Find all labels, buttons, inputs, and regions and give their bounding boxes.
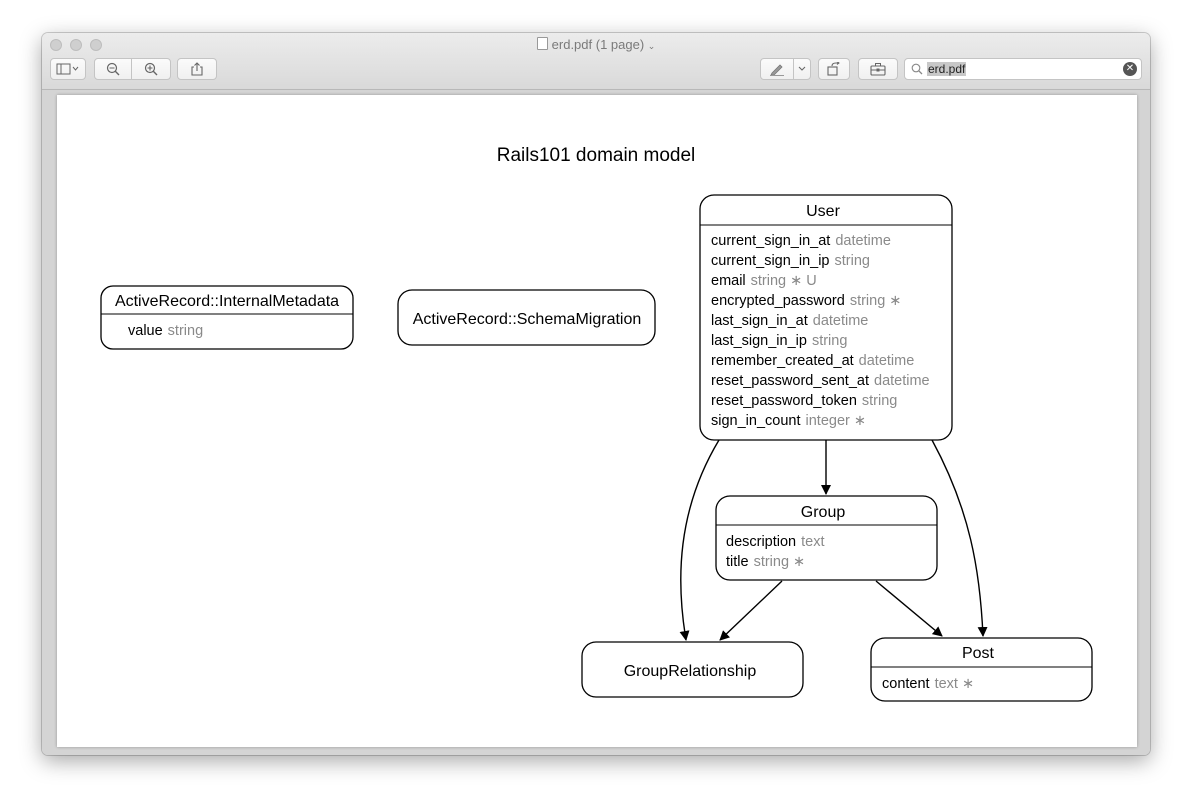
entity-schema-migration: ActiveRecord::SchemaMigration — [397, 289, 656, 346]
window-title: erd.pdf (1 page) — [551, 37, 645, 52]
attribute-type: datetime — [835, 233, 891, 249]
entity-name: GroupRelationship — [624, 663, 757, 680]
attribute-type: string — [168, 323, 203, 339]
attribute-row: email string∗ U — [711, 273, 817, 289]
share-icon — [191, 62, 203, 76]
entity-name: Group — [801, 504, 846, 521]
attribute-type: datetime — [859, 353, 915, 369]
attribute-name: last_sign_in_ip — [711, 333, 807, 349]
entity-group-relationship: GroupRelationship — [581, 641, 804, 698]
attribute-row: description text — [726, 534, 825, 550]
attribute-type: integer — [806, 413, 851, 429]
attribute-row: remember_created_at datetime — [711, 353, 914, 369]
attribute-row: content text∗ — [882, 676, 974, 692]
zoom-in-icon — [144, 62, 158, 76]
attribute-type: string — [862, 393, 897, 409]
attribute-type: string — [751, 273, 786, 289]
minimize-window-button[interactable] — [70, 39, 82, 51]
entity-name: Post — [962, 645, 995, 662]
zoom-out-icon — [106, 62, 120, 76]
attribute-row: value string — [128, 323, 203, 339]
attribute-name: sign_in_count — [711, 413, 801, 429]
attribute-name: remember_created_at — [711, 353, 854, 369]
window-title-area[interactable]: erd.pdf (1 page) ⌄ — [42, 37, 1150, 52]
entity-name: User — [806, 203, 840, 220]
sidebar-icon — [56, 63, 79, 75]
chevron-down-icon — [798, 66, 806, 71]
clear-icon[interactable]: ✕ — [1123, 62, 1137, 76]
attribute-name: email — [711, 273, 746, 289]
edge-group-grouprelationship — [719, 580, 783, 641]
zoom-in-button[interactable] — [131, 58, 171, 80]
markup-button[interactable] — [760, 58, 794, 80]
attribute-flags: ∗ — [962, 676, 974, 692]
markup-icon — [770, 64, 784, 76]
attribute-name: current_sign_in_at — [711, 233, 830, 249]
sidebar-button[interactable] — [50, 58, 86, 80]
toolbox-icon — [870, 63, 886, 76]
attribute-type: text — [935, 676, 958, 692]
close-window-button[interactable] — [50, 39, 62, 51]
preview-window: erd.pdf (1 page) ⌄ — [42, 33, 1150, 755]
attribute-type: datetime — [874, 373, 930, 389]
share-button[interactable] — [177, 58, 217, 80]
document-view[interactable]: Rails101 domain model ActiveRecord::Inte… — [42, 90, 1150, 755]
attribute-row: reset_password_token string — [711, 393, 897, 409]
attribute-row: current_sign_in_ip string — [711, 253, 870, 269]
edge-group-post — [875, 580, 943, 637]
attribute-name: current_sign_in_ip — [711, 253, 830, 269]
attribute-type: text — [801, 534, 824, 550]
attribute-name: title — [726, 554, 749, 570]
attribute-type: string — [754, 554, 789, 570]
attribute-row: reset_password_sent_at datetime — [711, 373, 930, 389]
search-input[interactable]: erd.pdf — [927, 62, 967, 76]
zoom-window-button[interactable] — [90, 39, 102, 51]
entity-internal-metadata: ActiveRecord::InternalMetadata value stri… — [100, 285, 354, 350]
attribute-name: encrypted_password — [711, 293, 845, 309]
rotate-icon — [827, 62, 840, 76]
entity-name: ActiveRecord::SchemaMigration — [413, 311, 642, 328]
attribute-row: last_sign_in_at datetime — [711, 313, 868, 329]
attribute-type: string — [812, 333, 847, 349]
attribute-name: content — [882, 676, 930, 692]
entity-group: Group description text title string∗ — [715, 495, 938, 581]
edge-user-post — [931, 439, 988, 637]
rotate-button[interactable] — [818, 58, 850, 80]
attribute-flags: ∗ U — [790, 273, 817, 289]
toolbox-button[interactable] — [858, 58, 898, 80]
entity-name: ActiveRecord::InternalMetadata — [115, 293, 339, 310]
attribute-name: last_sign_in_at — [711, 313, 808, 329]
attribute-name: reset_password_token — [711, 393, 857, 409]
attribute-name: value — [128, 323, 163, 339]
title-bar: erd.pdf (1 page) ⌄ — [42, 33, 1150, 90]
markup-menu-button[interactable] — [793, 58, 811, 80]
attribute-type: datetime — [813, 313, 869, 329]
attribute-type: string — [835, 253, 870, 269]
edge-user-grouprelationship — [679, 439, 720, 641]
attribute-row: last_sign_in_ip string — [711, 333, 847, 349]
attribute-name: reset_password_sent_at — [711, 373, 869, 389]
entity-post: Post content text∗ — [870, 637, 1093, 702]
document-icon — [536, 37, 548, 50]
attribute-flags: ∗ — [854, 413, 866, 429]
erd-diagram: Rails101 domain model ActiveRecord::Inte… — [100, 145, 1093, 702]
attribute-flags: ∗ — [793, 554, 805, 570]
pdf-page: Rails101 domain model ActiveRecord::Inte… — [57, 95, 1137, 747]
attribute-type: string — [850, 293, 885, 309]
diagram-title: Rails101 domain model — [497, 145, 696, 166]
search-field[interactable]: erd.pdf ✕ — [904, 58, 1142, 80]
attribute-flags: ∗ — [889, 293, 901, 309]
attribute-row: title string∗ — [726, 554, 805, 570]
search-icon — [911, 63, 923, 75]
attribute-name: description — [726, 534, 796, 550]
attribute-row: sign_in_count integer∗ — [711, 413, 866, 429]
attribute-row: current_sign_in_at datetime — [711, 233, 891, 249]
attribute-row: encrypted_password string∗ — [711, 293, 901, 309]
chevron-down-icon: ⌄ — [647, 41, 656, 51]
